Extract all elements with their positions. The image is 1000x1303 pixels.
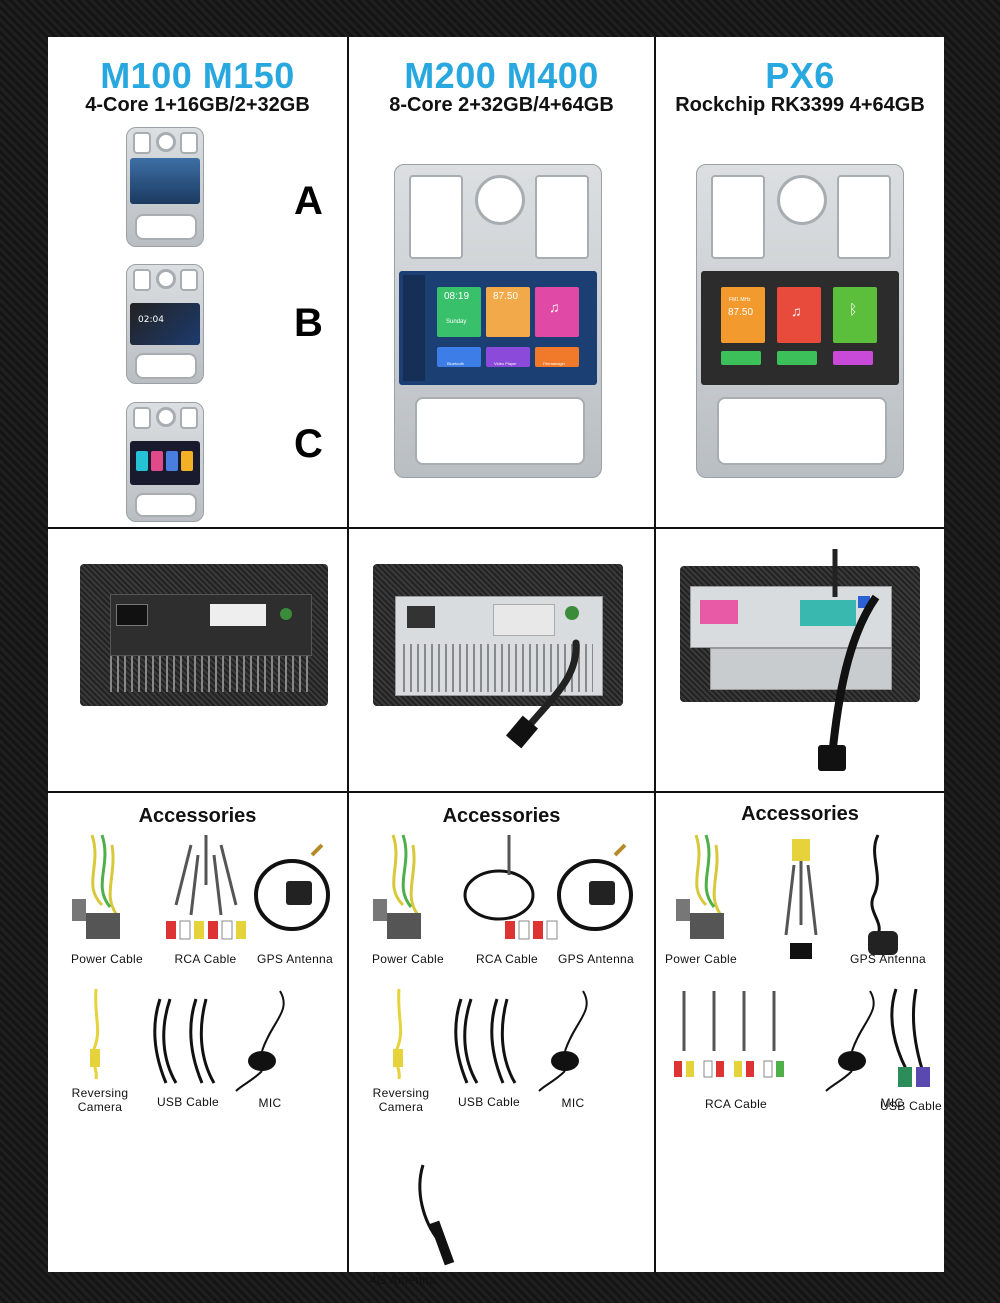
accessories-title: Accessories: [138, 805, 257, 827]
power-cable-image: [676, 834, 724, 939]
accessory-label: USB Cable: [156, 1095, 220, 1109]
head-unit-px6: FM1 MHz 87.50 ♫ ᛒ: [696, 164, 904, 478]
power-cable-image: [72, 834, 120, 939]
rca-cable-image: [166, 835, 246, 940]
power-cable-image: [373, 834, 421, 939]
screen-display: 08:19 Sunday 87.50 ♫ Bluetooth Video Pla…: [399, 271, 597, 385]
accessory-label: USB Cable: [457, 1095, 521, 1109]
accessory-label: Reversing Camera: [372, 1086, 430, 1114]
head-unit-m200: 08:19 Sunday 87.50 ♫ Bluetooth Video Pla…: [394, 164, 602, 478]
comparison-sheet: M100 M150 4-Core 1+16GB/2+32GB A 02:04 B: [48, 37, 944, 1287]
column-px6: PX6 Rockchip RK3399 4+64GB FM1 MHz 87.50…: [656, 37, 944, 527]
screen-clock: 02:04: [138, 315, 164, 325]
accessories-m200: Accessories Power Cable RCA Cable GPS An…: [349, 793, 654, 1287]
model-spec: Rockchip RK3399 4+64GB: [675, 94, 925, 116]
screen-display: FM1 MHz 87.50 ♫ ᛒ: [701, 271, 899, 385]
antenna-cable: [818, 549, 880, 771]
mic-image: [235, 990, 285, 1092]
music-icon: ♫: [791, 303, 802, 319]
gps-antenna-image: [254, 843, 330, 931]
model-title: M200 M400: [404, 55, 599, 96]
accessory-label: RCA Cable: [475, 952, 539, 966]
accessories-m100: Accessories Power Cable RCA Cable GPS An…: [48, 793, 347, 1272]
model-title: M100 M150: [100, 55, 295, 96]
accessories-title: Accessories: [741, 803, 859, 825]
accessory-label: Power Cable: [664, 952, 737, 966]
rear-panel-m100: [80, 564, 328, 706]
grid-divider: [347, 37, 349, 1272]
bluetooth-icon: ᛒ: [849, 301, 858, 317]
accessories-px6: Accessories Power Cable GPS Antenna RCA …: [656, 793, 944, 1272]
model-spec: 8-Core 2+32GB/4+64GB: [389, 94, 614, 116]
accessory-label: RCA Cable: [174, 952, 237, 966]
screen-radio: 87.50: [728, 307, 754, 318]
rear-panel-px6: [680, 566, 920, 702]
rca-cable-image: [674, 991, 784, 1078]
screen-day: Sunday: [446, 319, 467, 325]
accessory-label: Power Cable: [371, 952, 444, 966]
variant-b-unit: 02:04: [126, 264, 204, 384]
column-m200: M200 M400 8-Core 2+32GB/4+64GB 08:19 Sun…: [349, 37, 654, 527]
4g-antenna-image: [418, 1164, 455, 1266]
grid-divider: [654, 37, 656, 1272]
screen-radio-label: FM1 MHz: [729, 297, 751, 303]
accessory-label: Power Cable: [70, 952, 143, 966]
music-icon: ♫: [549, 299, 560, 315]
accessories-title: Accessories: [442, 805, 561, 827]
column-m100: M100 M150 4-Core 1+16GB/2+32GB A 02:04 B: [48, 37, 347, 527]
variant-a-unit: [126, 127, 204, 247]
gps-antenna-image: [557, 843, 633, 931]
grid-divider: [48, 791, 944, 793]
mic-image: [825, 990, 875, 1092]
screen-clock: 08:19: [444, 291, 470, 302]
usb-cable-image: [454, 998, 517, 1084]
accessory-label: RCA Cable: [704, 1097, 768, 1111]
accessory-label: Reversing Camera: [71, 1086, 129, 1114]
variant-c-unit: [126, 402, 204, 522]
usb-cable-image: [890, 988, 930, 1087]
model-spec: 4-Core 1+16GB/2+32GB: [85, 94, 310, 116]
screen-app: Bluetooth: [447, 361, 464, 366]
harness-image: [784, 839, 818, 959]
usb-cable-image: [153, 998, 216, 1084]
accessory-label: GPS Antenna: [256, 952, 334, 966]
accessory-label: MIC: [880, 1096, 904, 1110]
screen-app: Filemanager: [543, 361, 566, 366]
screen-app: Video Player: [494, 361, 517, 366]
mic-image: [538, 990, 588, 1092]
variant-label: A: [294, 179, 323, 223]
accessory-label: MIC: [561, 1096, 585, 1110]
accessory-label: 4G Antenna: [369, 1273, 437, 1287]
extension-cable: [505, 639, 580, 749]
model-title: PX6: [765, 55, 835, 96]
screen-radio: 87.50: [493, 291, 519, 302]
accessory-label: MIC: [258, 1096, 282, 1110]
accessory-label: USB Cable: [879, 1099, 943, 1113]
reversing-camera-image: [90, 988, 100, 1080]
accessory-label: GPS Antenna: [849, 952, 927, 966]
gps-antenna-image: [868, 834, 898, 955]
rca-cable-image: [463, 835, 558, 940]
grid-divider: [48, 527, 944, 529]
reversing-camera-image: [393, 988, 403, 1080]
variant-label: B: [294, 301, 323, 345]
accessory-label: GPS Antenna: [557, 952, 635, 966]
variant-label: C: [294, 422, 323, 466]
